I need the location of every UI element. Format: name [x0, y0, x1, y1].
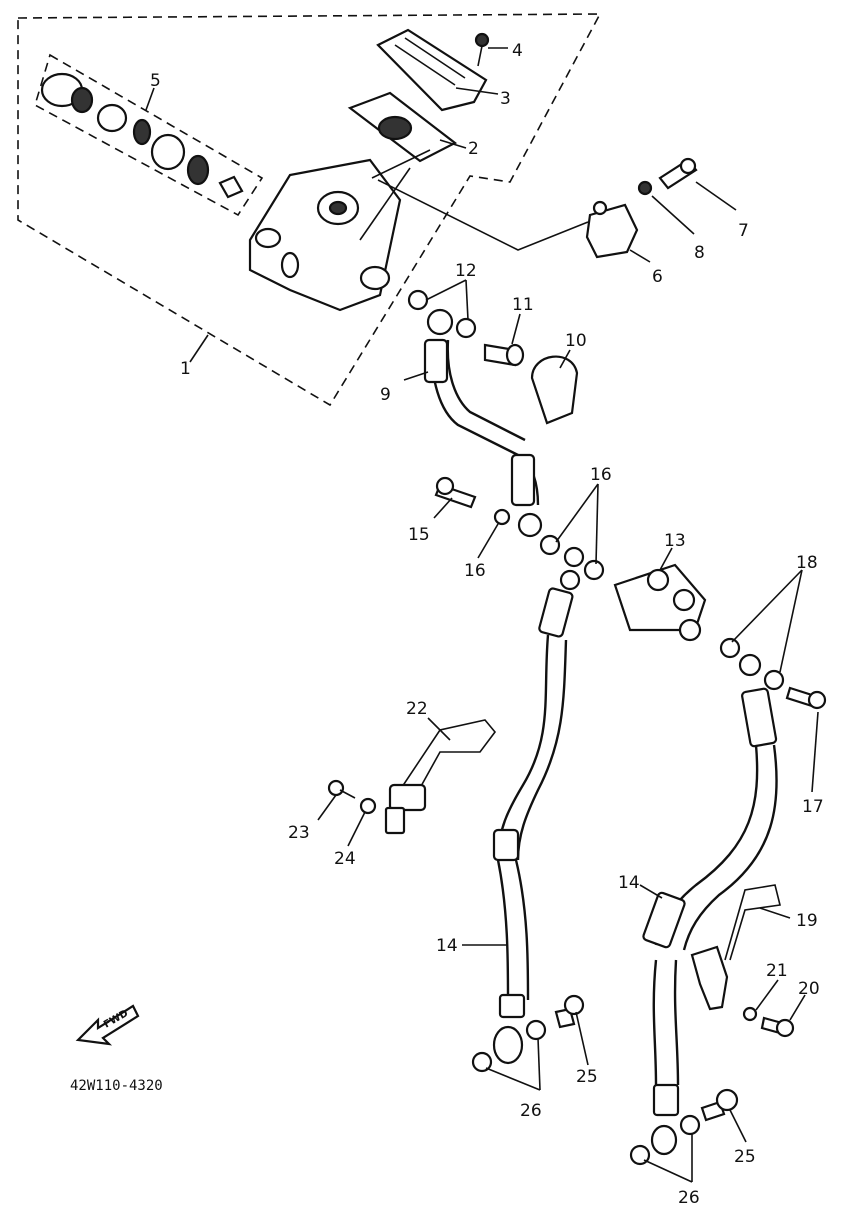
piston-kit-part — [40, 72, 244, 199]
callout-25-left: 25 — [576, 1067, 598, 1087]
copper-washer-middle-a — [493, 508, 511, 526]
copper-washer-upper-a — [407, 289, 429, 311]
union-bolt-caliper-left — [554, 994, 585, 1029]
callout-24: 24 — [334, 849, 356, 869]
callout-22: 22 — [406, 699, 428, 719]
callout-14-right: 14 — [618, 873, 640, 893]
copper-washer-middle-d — [583, 559, 605, 581]
hose-guide-clip-left — [384, 719, 497, 835]
callout-4: 4 — [512, 41, 523, 61]
holder-bolt-part — [658, 157, 698, 190]
brake-hose-joint-part — [613, 563, 707, 642]
copper-washer-right-a — [719, 637, 741, 659]
leader-lines — [145, 47, 819, 1183]
callout-14-left: 14 — [436, 936, 458, 956]
clip-nut-right-part — [742, 1006, 758, 1022]
callout-5: 5 — [150, 71, 161, 91]
callout-6: 6 — [652, 267, 663, 287]
callout-20: 20 — [798, 979, 820, 999]
callout-19: 19 — [796, 911, 818, 931]
callout-3: 3 — [500, 89, 511, 109]
clip-nut-left-part — [359, 797, 377, 815]
callout-12: 12 — [455, 261, 477, 281]
copper-washer-right-b — [738, 653, 762, 677]
copper-washer-middle-c — [563, 546, 585, 568]
callout-16-lower: 16 — [464, 561, 486, 581]
callout-25-right: 25 — [734, 1147, 756, 1167]
clip-bolt-left-part — [327, 779, 356, 799]
diaphragm-part — [347, 91, 458, 163]
lower-brake-hose-right — [642, 687, 778, 1156]
master-cylinder-body — [248, 158, 402, 312]
copper-washer-caliper-left-a — [471, 1051, 493, 1073]
callout-10: 10 — [565, 331, 587, 351]
callout-labels: 1 2 3 4 5 6 7 8 9 10 11 12 13 14 14 15 1… — [150, 41, 824, 1208]
assembly-boundary-master-cylinder — [17, 13, 602, 407]
union-bolt-right-part — [785, 686, 827, 710]
holder-washer-part — [637, 180, 653, 196]
callout-13: 13 — [664, 531, 686, 551]
lower-brake-hose-left — [492, 569, 581, 1065]
callout-16-upper: 16 — [590, 465, 612, 485]
callout-17: 17 — [802, 797, 824, 817]
callout-26-left: 26 — [520, 1101, 542, 1121]
callout-18: 18 — [796, 553, 818, 573]
hose-guide-clip-right — [690, 884, 781, 1011]
callout-21: 21 — [766, 961, 788, 981]
union-bolt-middle-part — [434, 476, 477, 509]
forward-arrow-icon: FWD — [75, 1004, 140, 1046]
copper-washer-middle-b — [539, 534, 561, 556]
cap-screw-part — [474, 32, 490, 67]
hose-cover-part — [530, 355, 579, 425]
callout-11: 11 — [512, 295, 534, 315]
callout-26-right: 26 — [678, 1188, 700, 1208]
copper-washer-upper-b — [455, 317, 477, 339]
callout-15: 15 — [408, 525, 430, 545]
copper-washer-right-c — [763, 669, 785, 691]
callout-8: 8 — [694, 243, 705, 263]
callout-9: 9 — [380, 385, 391, 405]
callout-7: 7 — [738, 221, 749, 241]
upper-brake-hose — [423, 308, 543, 538]
copper-washer-caliper-left-b — [525, 1019, 547, 1041]
union-bolt-caliper-right — [700, 1088, 739, 1122]
diagram-code: 42W110-4320 — [70, 1078, 163, 1094]
clip-bolt-right-part — [760, 1016, 795, 1038]
copper-washer-caliper-right-b — [679, 1114, 701, 1136]
callout-2: 2 — [468, 139, 479, 159]
callout-1: 1 — [180, 359, 191, 379]
union-bolt-upper-part — [483, 343, 525, 367]
holder-part — [585, 200, 639, 259]
kit-boundary-piston — [34, 53, 264, 217]
callout-23: 23 — [288, 823, 310, 843]
